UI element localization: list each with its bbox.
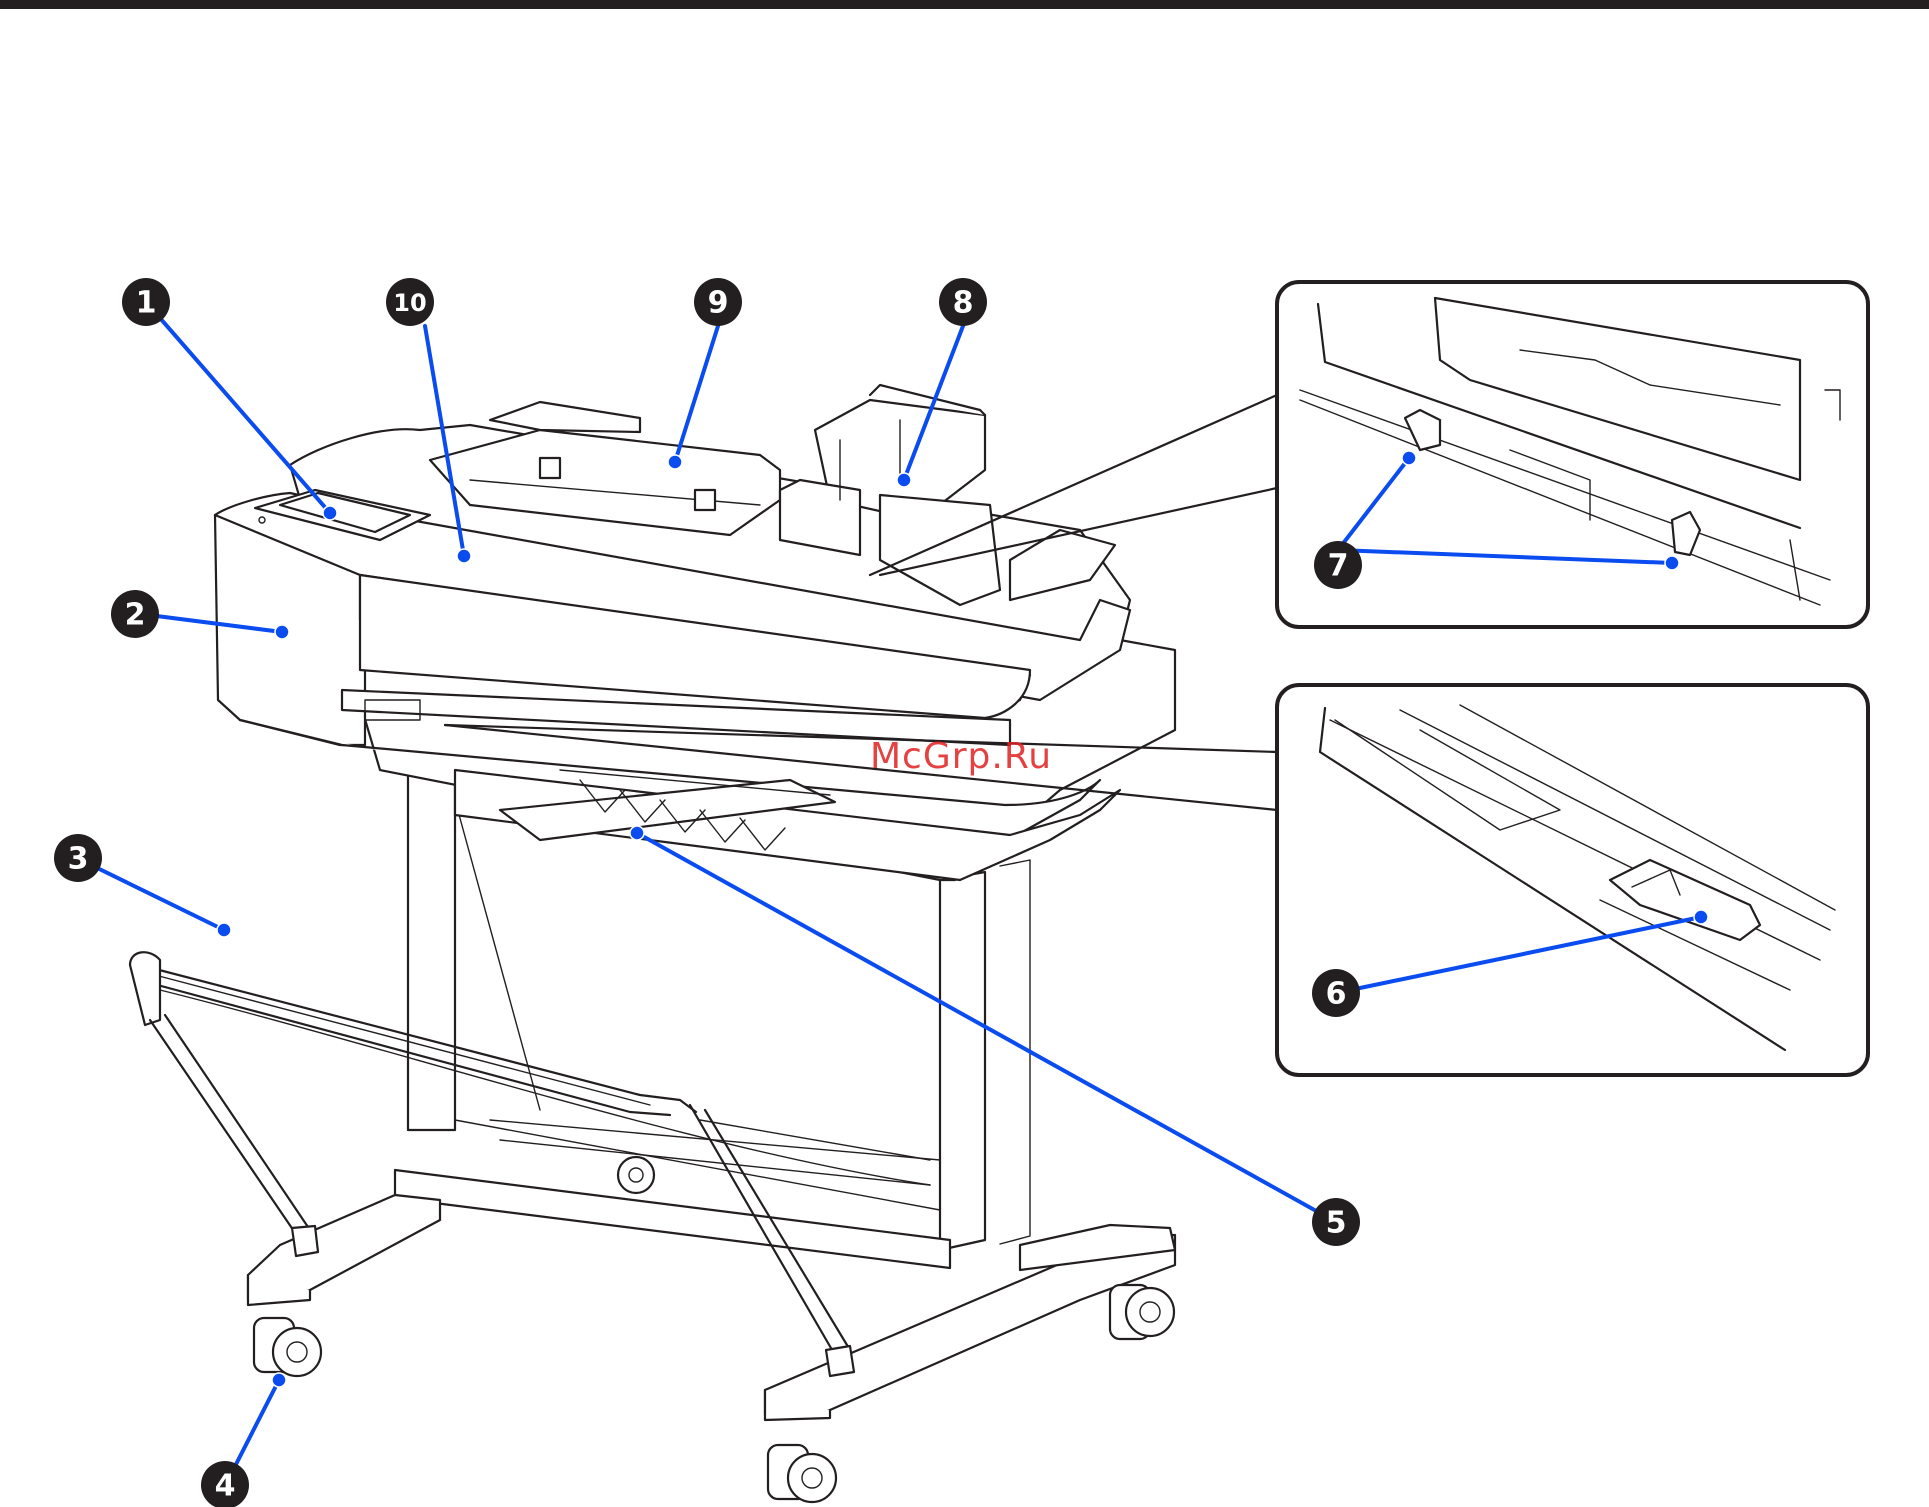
svg-text:10: 10	[393, 289, 426, 317]
callout-badge-1: 1	[122, 278, 170, 326]
callout-badge-5: 5	[1312, 1198, 1360, 1246]
caster-rear-left	[618, 1157, 654, 1193]
svg-text:2: 2	[125, 598, 146, 633]
svg-text:7: 7	[1328, 549, 1349, 584]
callout-badge-6: 6	[1312, 969, 1360, 1017]
callout-badge-4: 4	[201, 1461, 249, 1507]
paper-basket	[130, 952, 930, 1376]
svg-text:4: 4	[215, 1469, 236, 1504]
callout-badge-2: 2	[111, 590, 159, 638]
callout-badge-3: 3	[54, 834, 102, 882]
caster-front-right	[768, 1445, 836, 1502]
callout-badge-10: 10	[386, 278, 434, 326]
svg-text:9: 9	[708, 286, 729, 321]
svg-text:6: 6	[1326, 977, 1347, 1012]
callout-badge-7: 7	[1314, 541, 1362, 589]
caster-front-left	[254, 1318, 321, 1376]
caster-rear-right	[1110, 1285, 1174, 1339]
inset-edge-guides	[1277, 282, 1868, 627]
printer-stand	[248, 760, 1175, 1502]
svg-text:3: 3	[68, 842, 89, 877]
svg-text:1: 1	[136, 286, 157, 321]
watermark-text: McGrp.Ru	[870, 736, 1052, 777]
svg-text:5: 5	[1326, 1206, 1347, 1241]
callout-badge-9: 9	[694, 278, 742, 326]
printer-body	[215, 385, 1175, 880]
svg-text:8: 8	[953, 286, 974, 321]
callout-badge-8: 8	[939, 278, 987, 326]
inset-eject-roller	[1277, 685, 1868, 1075]
